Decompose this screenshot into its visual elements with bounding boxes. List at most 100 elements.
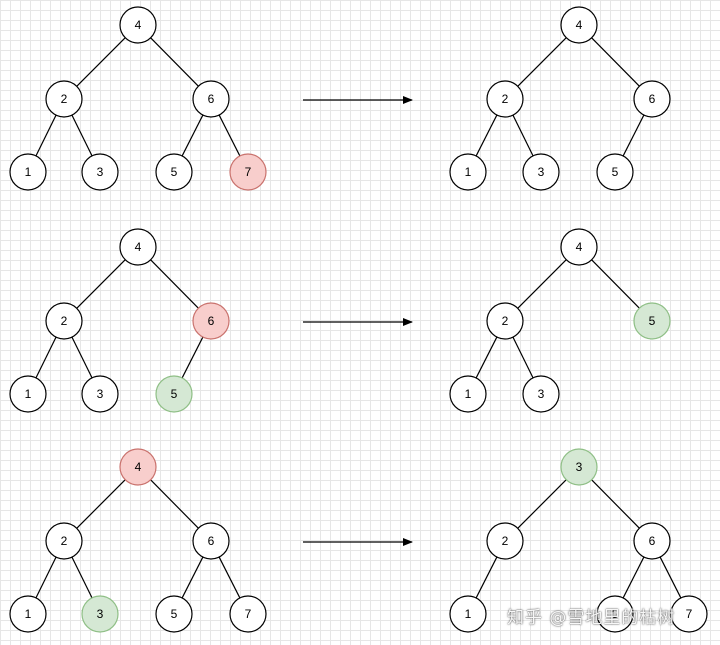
tree-edge xyxy=(517,479,567,529)
tree-node-label: 2 xyxy=(502,534,509,548)
tree-node-removed xyxy=(119,448,157,486)
tree-node-default xyxy=(45,302,83,340)
tree-edge xyxy=(35,336,57,379)
tree-node-label: 1 xyxy=(25,165,32,179)
tree-node-label: 3 xyxy=(97,387,104,401)
tree-node-default xyxy=(449,153,487,191)
tree-node-label: 7 xyxy=(245,607,252,621)
tree-node-default xyxy=(81,375,119,413)
tree-node-default xyxy=(633,522,671,560)
tree-node-replacement xyxy=(633,302,671,340)
tree-node-label: 2 xyxy=(61,92,68,106)
tree-node-default xyxy=(81,153,119,191)
tree-node-default xyxy=(9,595,47,633)
tree-node-label: 5 xyxy=(612,607,619,621)
tree-node-label: 2 xyxy=(61,534,68,548)
tree-node-default xyxy=(486,302,524,340)
tree-node-removed xyxy=(229,153,267,191)
tree-node-label: 4 xyxy=(576,18,583,32)
row-1-after-tree: 4 2 6 1 3 5 xyxy=(449,6,671,191)
tree-node-default xyxy=(486,80,524,118)
tree-edge xyxy=(218,556,241,599)
tree-edge xyxy=(517,259,567,309)
tree-node-label: 6 xyxy=(208,534,215,548)
tree-node-label: 2 xyxy=(502,314,509,328)
tree-node-label: 3 xyxy=(576,460,583,474)
tree-edge xyxy=(218,114,241,157)
tree-edge xyxy=(35,114,57,157)
tree-node-label: 5 xyxy=(171,387,178,401)
tree-node-default xyxy=(522,375,560,413)
tree-node-default xyxy=(45,522,83,560)
tree-edge xyxy=(71,336,93,379)
tree-node-label: 6 xyxy=(649,534,656,548)
tree-edge xyxy=(76,37,126,87)
tree-edge xyxy=(591,37,640,87)
tree-node-default xyxy=(192,522,230,560)
tree-node-default xyxy=(192,80,230,118)
tree-node-label: 3 xyxy=(538,165,545,179)
tree-node-default xyxy=(522,153,560,191)
tree-node-default xyxy=(633,80,671,118)
tree-edge xyxy=(475,114,498,157)
tree-node-default xyxy=(119,6,157,44)
tree-node-default xyxy=(119,228,157,266)
tree-edge xyxy=(475,336,498,379)
tree-node-label: 3 xyxy=(538,387,545,401)
tree-node-label: 5 xyxy=(612,165,619,179)
tree-node-label: 7 xyxy=(686,607,693,621)
tree-edge xyxy=(181,336,204,379)
tree-edge xyxy=(181,114,204,157)
tree-edge xyxy=(622,556,645,599)
tree-edge xyxy=(71,114,93,157)
tree-edge xyxy=(512,336,534,379)
tree-node-default xyxy=(9,375,47,413)
row-3-after-tree: 3 2 6 1 5 7 xyxy=(449,448,708,633)
tree-node-label: 1 xyxy=(465,387,472,401)
tree-node-default xyxy=(45,80,83,118)
tree-node-label: 6 xyxy=(208,92,215,106)
tree-node-label: 1 xyxy=(25,387,32,401)
tree-node-label: 2 xyxy=(61,314,68,328)
tree-edge xyxy=(591,479,640,529)
tree-node-default xyxy=(596,595,634,633)
tree-edge xyxy=(35,556,57,599)
tree-edge xyxy=(76,259,126,309)
tree-edge xyxy=(659,556,682,599)
tree-node-label: 7 xyxy=(245,165,252,179)
tree-node-label: 5 xyxy=(649,314,656,328)
tree-node-label: 2 xyxy=(502,92,509,106)
tree-node-label: 6 xyxy=(208,314,215,328)
tree-edge xyxy=(150,37,199,87)
tree-edge xyxy=(517,37,567,87)
tree-node-label: 1 xyxy=(25,607,32,621)
watermark: 知乎 @雪地里的枯树 xyxy=(507,608,676,628)
tree-node-default xyxy=(155,595,193,633)
tree-node-default xyxy=(229,595,267,633)
tree-edge xyxy=(622,114,645,157)
row-2-after-tree: 4 2 5 1 3 xyxy=(449,228,671,413)
tree-edge xyxy=(512,114,534,157)
tree-edge xyxy=(71,556,93,599)
tree-node-default xyxy=(486,522,524,560)
tree-node-default xyxy=(449,375,487,413)
tree-node-label: 1 xyxy=(465,607,472,621)
tree-node-label: 3 xyxy=(97,165,104,179)
tree-node-label: 5 xyxy=(171,607,178,621)
tree-node-default xyxy=(596,153,634,191)
tree-edge xyxy=(150,479,199,529)
tree-node-label: 4 xyxy=(576,240,583,254)
tree-node-label: 1 xyxy=(465,165,472,179)
tree-node-label: 6 xyxy=(649,92,656,106)
tree-node-label: 3 xyxy=(97,607,104,621)
tree-edge xyxy=(150,259,199,309)
tree-node-label: 5 xyxy=(171,165,178,179)
tree-node-default xyxy=(155,153,193,191)
tree-node-default xyxy=(670,595,708,633)
tree-node-default xyxy=(560,6,598,44)
